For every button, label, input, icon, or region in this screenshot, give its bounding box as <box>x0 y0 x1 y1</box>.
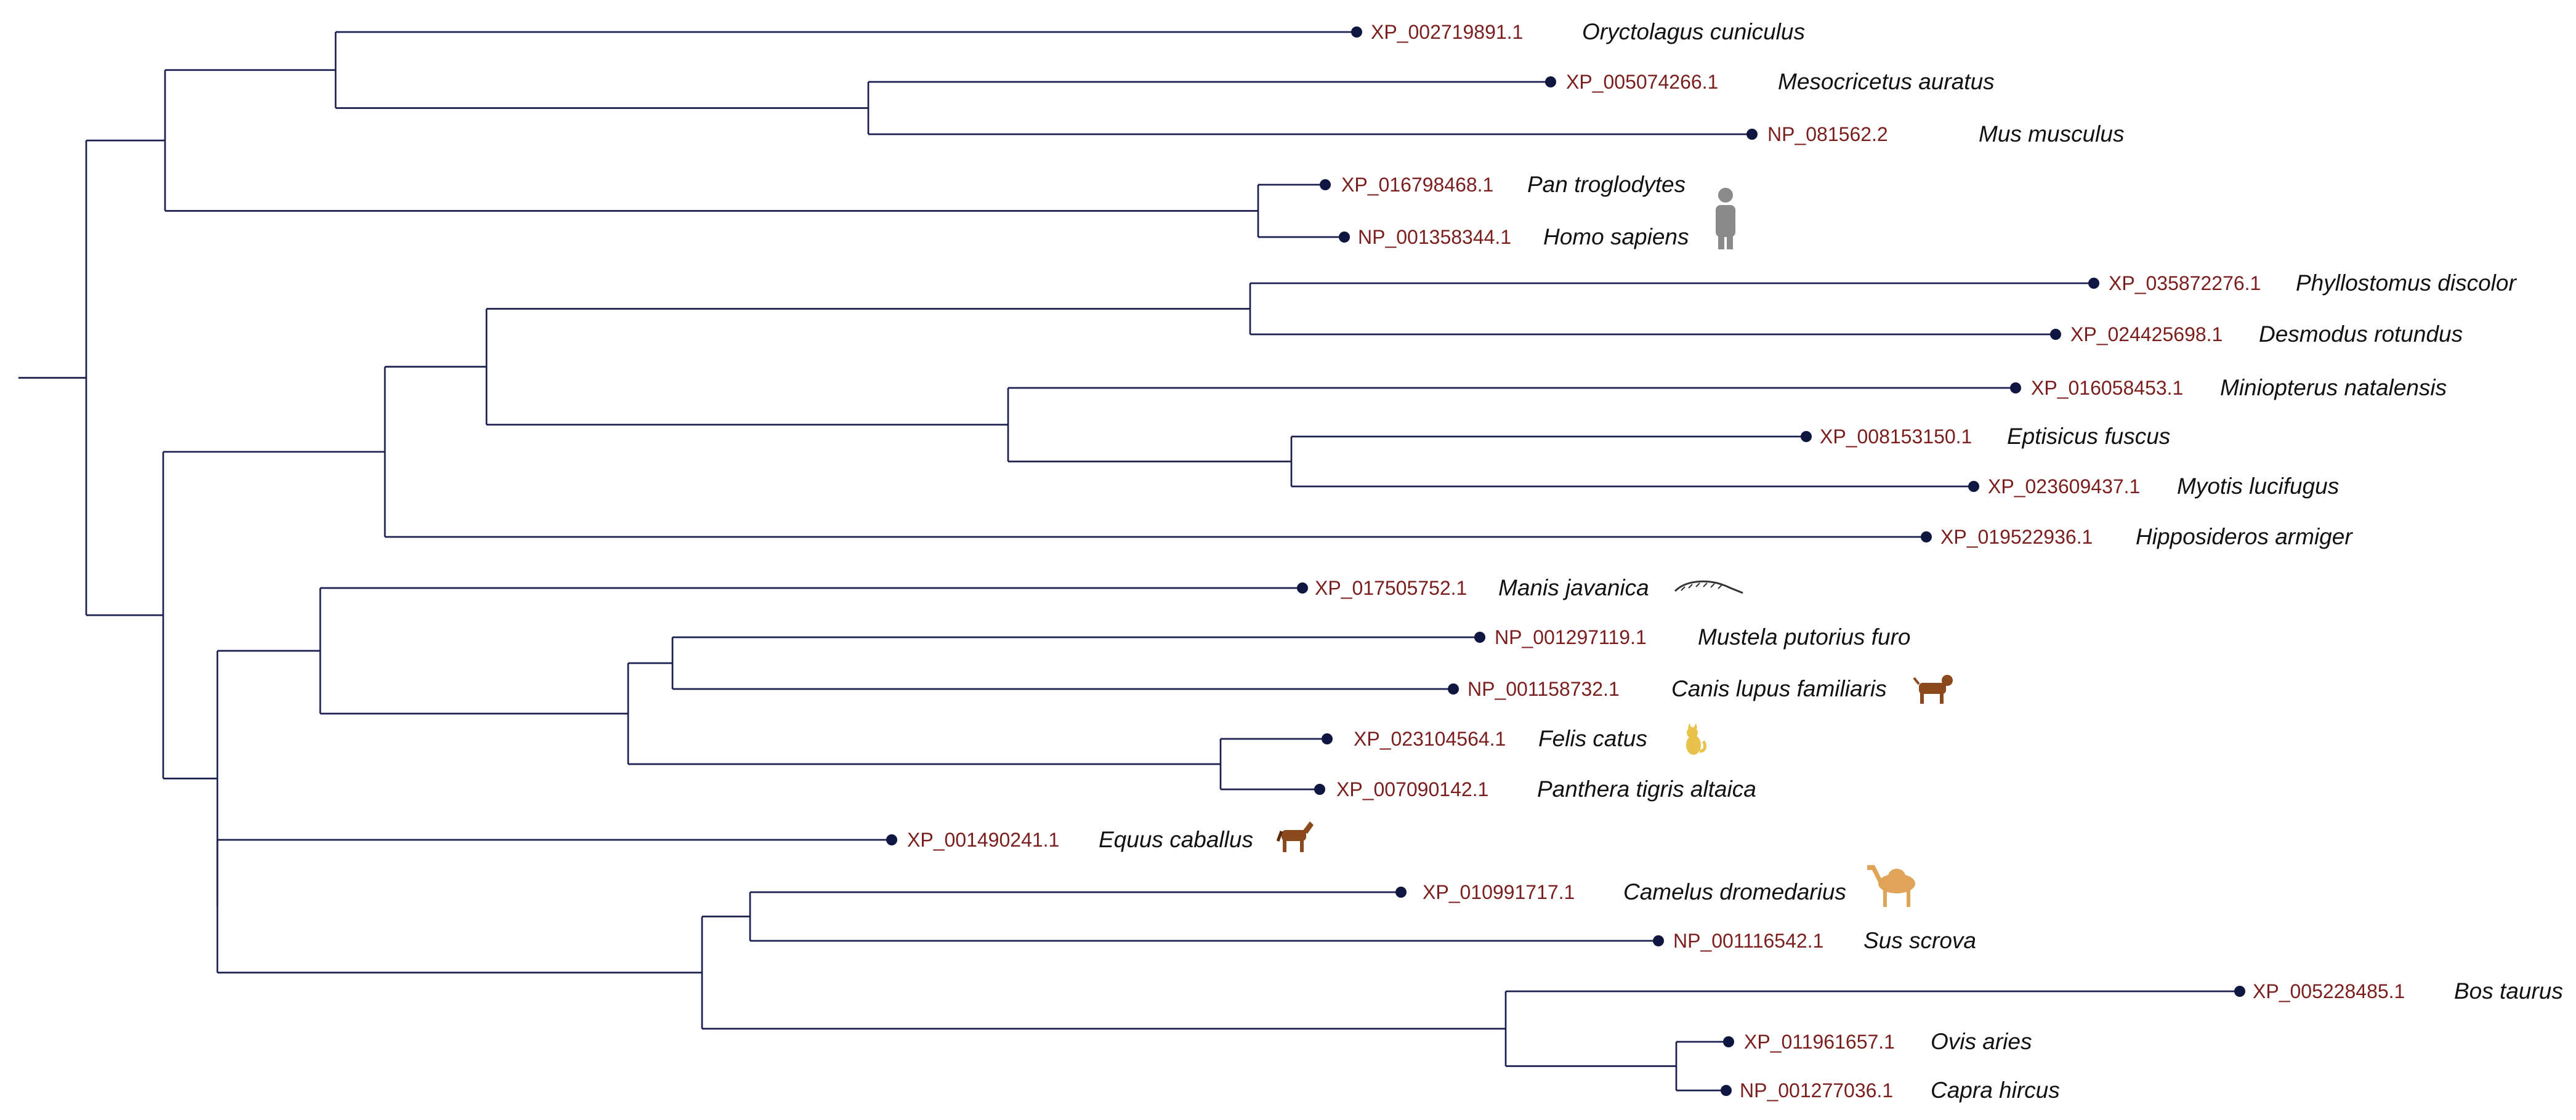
species-label: Hipposideros armiger <box>2136 524 2353 549</box>
tree-leaf: XP_010991717.1 Camelus dromedarius <box>1395 879 1846 904</box>
species-label: Homo sapiens <box>1543 224 1689 249</box>
tree-leaf: XP_008153150.1 Eptisicus fuscus <box>1801 424 2170 449</box>
tip-node <box>1723 1036 1734 1047</box>
tip-node <box>1746 129 1758 140</box>
species-label: Capra hircus <box>1931 1078 2060 1103</box>
tip-node <box>886 834 897 845</box>
tree-branches <box>18 31 2240 1092</box>
tip-node <box>1721 1085 1732 1096</box>
tip-node <box>2088 278 2099 289</box>
accession-label: NP_001277036.1 <box>1740 1079 1893 1102</box>
tip-node <box>1339 232 1350 243</box>
species-label: Ovis aries <box>1931 1029 2032 1054</box>
human-silhouette-icon <box>1716 188 1735 249</box>
species-label: Manis javanica <box>1498 575 1649 600</box>
taxon-icons <box>1276 188 1953 907</box>
tip-node <box>1322 733 1333 744</box>
tip-node <box>1801 431 1812 442</box>
tip-node <box>1351 26 1362 38</box>
accession-label: XP_016058453.1 <box>2031 377 2183 399</box>
accession-label: XP_001490241.1 <box>907 829 1059 851</box>
tree-leaf: XP_019522936.1 Hipposideros armiger <box>1921 524 2353 549</box>
accession-label: XP_011961657.1 <box>1744 1031 1895 1053</box>
tree-leaf: XP_016798468.1 Pan troglodytes <box>1320 172 1686 197</box>
tip-node <box>1653 935 1664 946</box>
tip-node <box>1474 632 1485 643</box>
tip-node <box>2234 986 2245 997</box>
accession-label: XP_005074266.1 <box>1566 71 1718 93</box>
tip-node <box>1921 531 1932 542</box>
accession-label: XP_002719891.1 <box>1371 21 1523 43</box>
dog-icon <box>1913 675 1953 704</box>
species-label: Pan troglodytes <box>1527 172 1686 197</box>
accession-label: NP_001158732.1 <box>1468 678 1620 700</box>
accession-label: XP_010991717.1 <box>1423 881 1575 903</box>
species-label: Myotis lucifugus <box>2177 473 2339 499</box>
tree-leaf: XP_002719891.1 Oryctolagus cuniculus <box>1351 19 1805 44</box>
tree-leaf: XP_024425698.1 Desmodus rotundus <box>2050 321 2463 347</box>
accession-label: XP_007090142.1 <box>1336 778 1488 800</box>
tree-leaf: NP_081562.2 Mus musculus <box>1746 121 2124 147</box>
accession-label: XP_023104564.1 <box>1354 728 1506 750</box>
species-label: Canis lupus familiaris <box>1671 676 1887 701</box>
species-label: Equus caballus <box>1099 827 1253 852</box>
accession-label: XP_016798468.1 <box>1341 174 1493 196</box>
tip-node <box>1395 887 1407 898</box>
horse-icon <box>1276 821 1314 852</box>
tree-leaf: XP_007090142.1 Panthera tigris altaica <box>1314 776 1756 802</box>
species-label: Miniopterus natalensis <box>2220 375 2447 400</box>
accession-label: NP_001116542.1 <box>1673 930 1823 952</box>
accession-label: XP_019522936.1 <box>1940 526 2093 548</box>
tree-leaf: XP_005074266.1 Mesocricetus auratus <box>1545 69 1995 94</box>
tree-leaf: XP_023104564.1 Felis catus <box>1322 726 1647 751</box>
tree-leaf: XP_005228485.1 Bos taurus <box>2234 978 2563 1004</box>
tree-leaf: NP_001277036.1 Capra hircus <box>1721 1078 2060 1103</box>
accession-label: NP_081562.2 <box>1767 123 1888 145</box>
species-label: Felis catus <box>1538 726 1647 751</box>
tree-leaf: NP_001116542.1 Sus scrova <box>1653 928 1976 953</box>
species-label: Mesocricetus auratus <box>1778 69 1995 94</box>
species-label: Panthera tigris altaica <box>1537 776 1756 802</box>
accession-label: XP_023609437.1 <box>1988 475 2140 498</box>
species-label: Camelus dromedarius <box>1623 879 1846 904</box>
tip-node <box>2050 329 2061 340</box>
accession-label: XP_017505752.1 <box>1315 577 1467 599</box>
species-label: Mus musculus <box>1979 121 2124 147</box>
tree-leaf: XP_001490241.1 Equus caballus <box>886 827 1253 852</box>
species-label: Mustela putorius furo <box>1698 624 1911 650</box>
tip-node <box>1297 582 1308 594</box>
pangolin-icon <box>1674 580 1743 594</box>
accession-label: XP_035872276.1 <box>2109 272 2261 294</box>
species-label: Phyllostomus discolor <box>2296 270 2517 296</box>
camel-icon <box>1867 865 1915 907</box>
tip-node <box>1968 481 1979 492</box>
species-label: Oryctolagus cuniculus <box>1582 19 1805 44</box>
tree-leaf: NP_001358344.1 Homo sapiens <box>1339 224 1689 249</box>
species-label: Eptisicus fuscus <box>2007 424 2170 449</box>
species-label: Sus scrova <box>1863 928 1976 953</box>
species-label: Bos taurus <box>2454 978 2563 1004</box>
accession-label: XP_024425698.1 <box>2070 323 2223 345</box>
tip-node <box>2010 382 2021 393</box>
tree-leaf: XP_023609437.1 Myotis lucifugus <box>1968 473 2339 499</box>
tree-leaf: NP_001297119.1 Mustela putorius furo <box>1474 624 1911 650</box>
tip-node <box>1320 179 1331 190</box>
tree-leaf: XP_017505752.1 Manis javanica <box>1297 575 1649 600</box>
tree-leaf: XP_016058453.1 Miniopterus natalensis <box>2010 375 2447 400</box>
species-label: Desmodus rotundus <box>2259 321 2463 347</box>
accession-label: XP_008153150.1 <box>1820 425 1972 448</box>
tree-leaf: XP_011961657.1 Ovis aries <box>1723 1029 2032 1054</box>
accession-label: NP_001358344.1 <box>1358 226 1511 248</box>
tree-leaf: XP_035872276.1 Phyllostomus discolor <box>2088 270 2517 296</box>
tip-node <box>1545 76 1556 87</box>
tip-node <box>1314 784 1325 795</box>
accession-label: NP_001297119.1 <box>1495 626 1647 648</box>
tip-node <box>1448 683 1459 695</box>
cat-icon <box>1686 723 1706 755</box>
tree-leaf: NP_001158732.1 Canis lupus familiaris <box>1448 676 1887 701</box>
accession-label: XP_005228485.1 <box>2253 980 2405 1002</box>
